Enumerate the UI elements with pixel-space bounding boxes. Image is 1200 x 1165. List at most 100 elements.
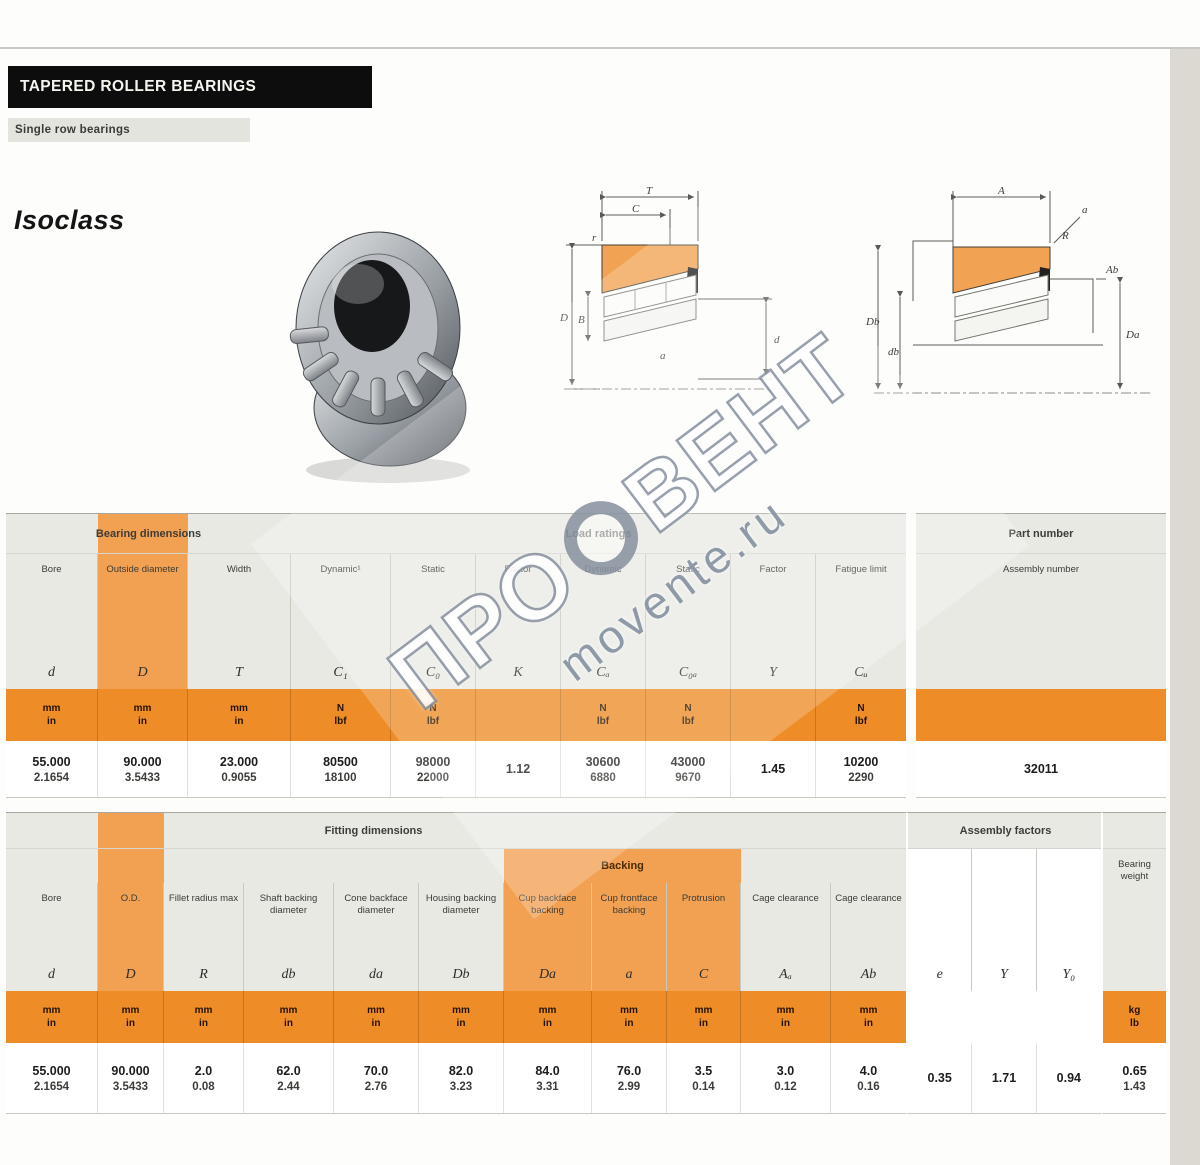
cup-frontface-backing-highlight	[592, 849, 667, 991]
t1-part-number-data-row: 32011	[916, 741, 1166, 797]
bearing-weight-header: Bearing weight	[1118, 859, 1151, 883]
t1-main-group-row: Bearing dimensions Load ratings	[6, 514, 906, 554]
dim-label-Ab: Ab	[1105, 264, 1119, 276]
cup-backface-backing-highlight	[504, 849, 592, 991]
assembly-number-value: 32011	[1023, 762, 1059, 776]
outside-diameter-highlight	[98, 813, 164, 991]
dim-label-db: db	[888, 346, 900, 358]
dim-label-C: C	[632, 203, 640, 215]
outside-diameter-header: O.D.D	[98, 883, 164, 991]
factor-y0-value: 0.94	[1056, 1071, 1082, 1085]
dim-label-d: d	[774, 334, 780, 346]
dim-label-a: a	[1082, 204, 1088, 216]
group-header: Part number	[1008, 527, 1074, 540]
dim-label-Da: Da	[1125, 329, 1140, 341]
section-heading: Isoclass	[14, 205, 125, 235]
t2-assembly-factors-unit-row	[908, 991, 1101, 1043]
page-edge-strip	[1170, 49, 1200, 1165]
k-factor-value: 1.12	[476, 741, 561, 797]
t1-part-number-unit-row	[916, 689, 1166, 741]
t2-main-band-row: Backing	[6, 849, 906, 883]
t1-part-number-header-row: Assembly number	[916, 554, 1166, 689]
dim-label-A: A	[997, 185, 1005, 197]
factor-e-header: e	[908, 849, 973, 991]
group-header: Load ratings	[565, 527, 632, 540]
dim-label-R: R	[1061, 230, 1069, 242]
factor-e-units	[908, 991, 972, 1043]
y-factor-value: 1.45	[731, 741, 816, 797]
bearing-photo	[289, 231, 470, 483]
factor-y-header: Y	[972, 849, 1037, 991]
cross-section-diagram-left: T C D d B a r	[559, 185, 780, 390]
dim-label-a: a	[660, 350, 666, 362]
factor-y0-units	[1037, 991, 1101, 1043]
band-header: Backing	[601, 860, 644, 872]
factor-y-units	[972, 991, 1036, 1043]
t2-assembly-factors-group-row: Assembly factors	[908, 813, 1101, 849]
group-header: Fitting dimensions	[324, 824, 423, 837]
group-header: Bearing dimensions	[95, 527, 202, 540]
cross-section-diagram-right: A R Da Db db Ab a	[865, 185, 1150, 394]
top-divider	[0, 47, 1200, 49]
outside-diameter-highlight	[98, 514, 188, 689]
k-factor-units	[476, 689, 561, 741]
t2-weight-header-row: Bearing weight	[1103, 849, 1166, 991]
